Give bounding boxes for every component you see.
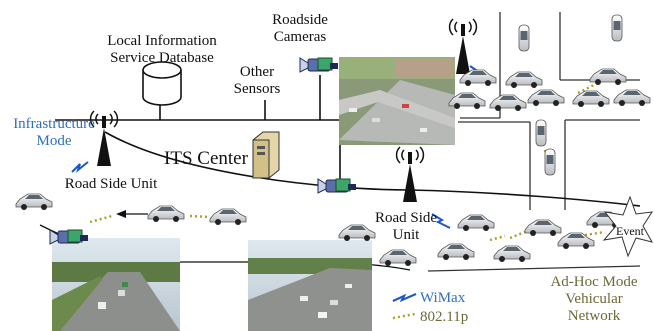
- sensors-label-line2: Sensors: [233, 81, 281, 97]
- highway-photo-middle: [248, 240, 372, 331]
- adhoc-label-line3: Network: [567, 308, 621, 324]
- infrastructure-mode-line2: Mode: [36, 133, 72, 149]
- sensors-label: Other Sensors: [224, 64, 290, 98]
- adhoc-label: Ad-Hoc Mode Vehicular Network: [536, 274, 652, 325]
- highway-photo-left: [52, 238, 180, 331]
- rsu-left-label: Road Side Unit: [64, 176, 158, 192]
- roadside-camera-photo: [339, 57, 455, 145]
- server-icon: [252, 131, 280, 179]
- its-center-label: ITS Center: [164, 148, 248, 169]
- database-label-line2: Service Database: [110, 50, 214, 66]
- cameras-label-line1: Roadside: [272, 12, 328, 28]
- adhoc-label-line1: Ad-Hoc Mode: [550, 274, 638, 290]
- adhoc-label-line2: Vehicular: [565, 291, 623, 307]
- sensors-label-line1: Other: [239, 64, 275, 80]
- rsu-mid-line1: Road Side: [374, 210, 438, 226]
- infrastructure-mode-line1: Infrastructure: [13, 116, 95, 132]
- cameras-label-line2: Cameras: [273, 29, 327, 45]
- database-label-line1: Local Information: [107, 33, 217, 49]
- infrastructure-mode-label: Infrastructure Mode: [6, 116, 102, 150]
- intersection-roads: [458, 12, 640, 210]
- legend-wimax-label: WiMax: [420, 290, 466, 306]
- database-label: Local Information Service Database: [76, 33, 248, 67]
- event-label: Event: [616, 224, 644, 238]
- legend-wifi-label: 802.11p: [420, 309, 469, 325]
- legend-marks: [392, 293, 417, 302]
- rsu-mid-line2: Unit: [392, 227, 420, 243]
- rsu-mid-label: Road Side Unit: [368, 210, 444, 244]
- camera-icon-mid: [317, 178, 357, 194]
- event-star-icon: [602, 195, 654, 258]
- cameras-label: Roadside Cameras: [260, 12, 340, 46]
- camera-icon-top: [299, 57, 339, 73]
- direction-arrow: [116, 210, 148, 218]
- antenna-icon-rsu: [395, 146, 425, 203]
- adhoc-road: [427, 265, 641, 272]
- database-icon: [142, 61, 182, 106]
